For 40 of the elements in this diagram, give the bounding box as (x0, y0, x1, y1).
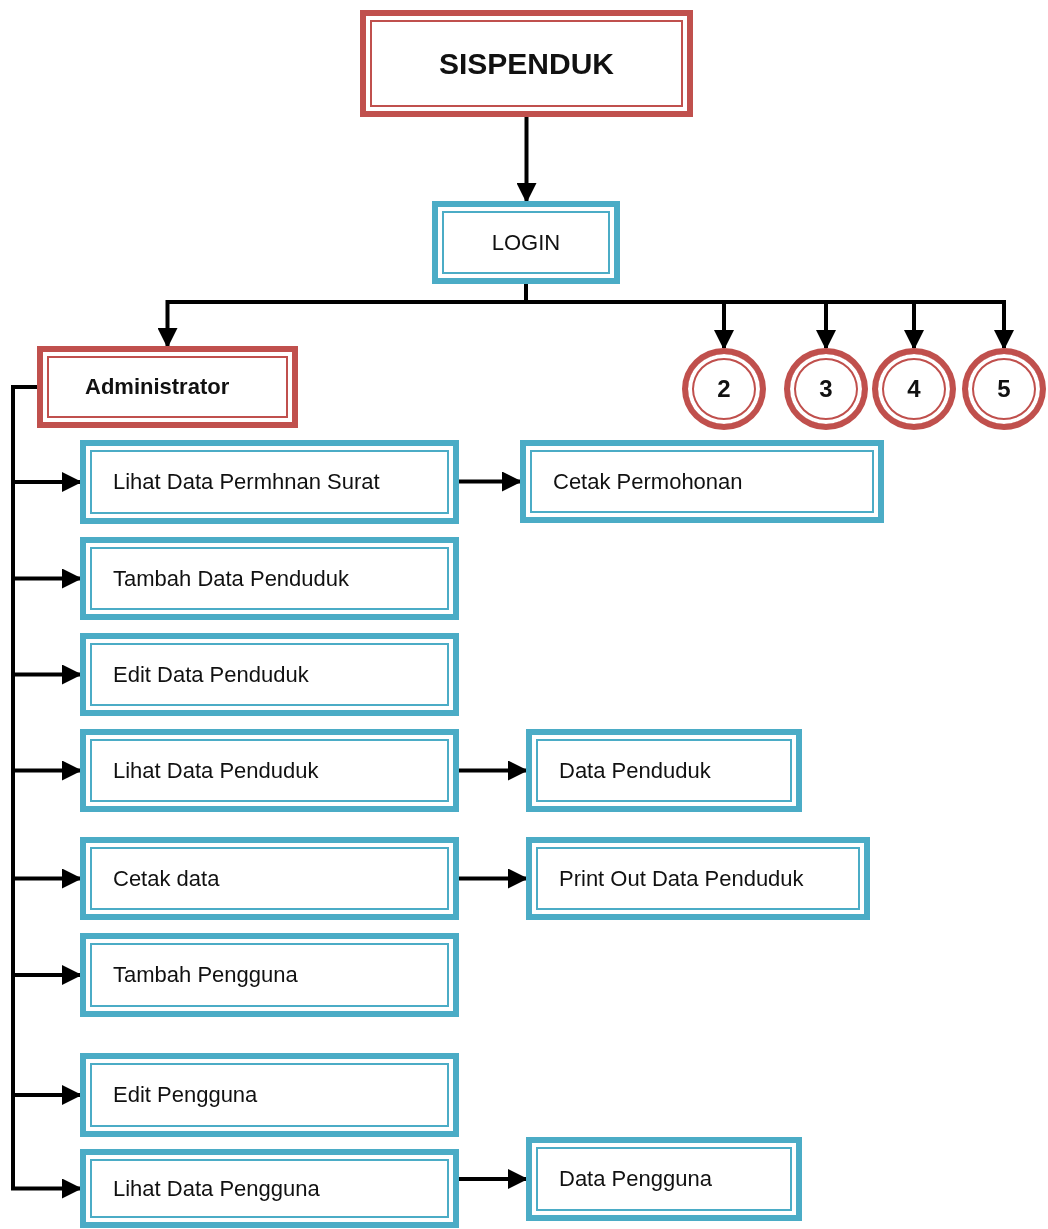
menu-box (80, 837, 459, 920)
menu-box (80, 1149, 459, 1228)
menu-label: Data Penduduk (559, 757, 711, 784)
menu-label: Data Pengguna (559, 1166, 712, 1192)
menu-label: Tambah Pengguna (113, 962, 298, 988)
menu-box (80, 537, 459, 620)
arrow (459, 868, 528, 889)
page-number: 5 (997, 375, 1011, 403)
menu-label: Administrator (85, 374, 230, 400)
arrow (459, 760, 528, 781)
menu-label: Tambah Data Penduduk (113, 565, 350, 592)
page-number: 2 (717, 375, 731, 403)
menu-box (80, 440, 459, 524)
menu-label: Lihat Data Permhnan Surat (113, 469, 380, 495)
menu-label: Cetak Permohonan (553, 468, 743, 495)
menu-box (526, 837, 870, 920)
menu-box (520, 440, 884, 523)
menu-box (432, 201, 620, 284)
menu-label: Cetak data (113, 865, 220, 892)
menu-box (360, 10, 693, 117)
menu-box (80, 729, 459, 812)
menu-label: LOGIN (491, 229, 561, 256)
arrow (516, 117, 537, 203)
arrow (459, 471, 522, 492)
menu-label: Lihat Data Penduduk (113, 757, 319, 784)
menu-box (80, 1053, 459, 1137)
menu-box (37, 346, 298, 428)
page-number: 3 (819, 375, 833, 403)
menu-box (526, 729, 802, 812)
menu-box (80, 633, 459, 716)
menu-label: Edit Data Penduduk (113, 661, 309, 688)
arrow (459, 1169, 528, 1189)
menu-label: Edit Pengguna (113, 1082, 258, 1108)
menu-label: Print Out Data Penduduk (559, 865, 804, 892)
arrow (524, 284, 1014, 350)
menu-box (80, 933, 459, 1017)
menu-label: Lihat Data Pengguna (113, 1175, 320, 1202)
menu-label: SISPENDUK (438, 46, 614, 81)
menu-box (526, 1137, 802, 1221)
page-number: 4 (907, 375, 921, 403)
